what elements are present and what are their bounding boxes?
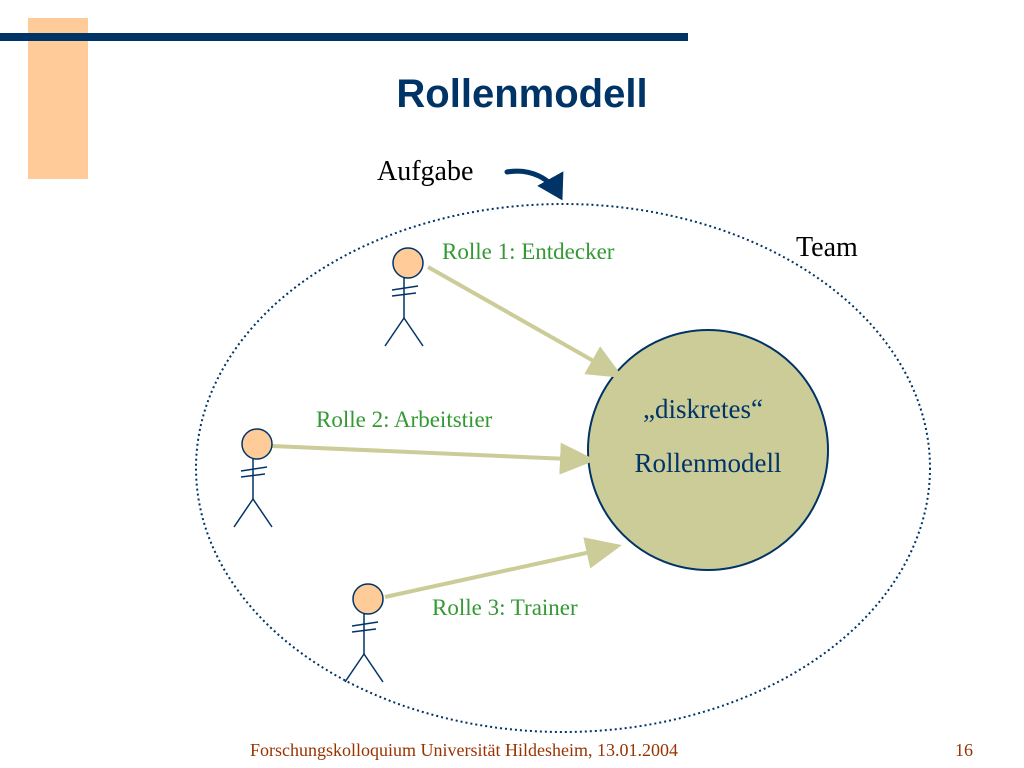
task-label: Aufgabe [377, 156, 474, 187]
slide-footer: Forschungskolloquium Universität Hildesh… [250, 740, 678, 760]
center-label-line-1: „diskretes“ [643, 394, 763, 424]
center-label-line-2: Rollenmodell [634, 448, 782, 478]
role-1-arrow [427, 265, 624, 378]
role-2-arrow [271, 442, 596, 475]
task-arrow [504, 168, 564, 201]
person-figure-1 [384, 247, 424, 347]
role-3-arrow [384, 537, 622, 599]
person-figure-3 [344, 583, 384, 683]
page-number: 16 [955, 740, 973, 760]
person-figure-2 [233, 428, 273, 528]
accent-bar [28, 18, 88, 179]
role-3-label: Rolle 3: Trainer [432, 595, 578, 620]
slide-title: Rollenmodell [396, 72, 648, 116]
team-label: Team [796, 232, 858, 263]
top-rule [0, 33, 688, 41]
team-boundary [195, 203, 931, 733]
role-2-label: Rolle 2: Arbeitstier [316, 407, 493, 432]
role-1-label: Rolle 1: Entdecker [442, 239, 615, 264]
